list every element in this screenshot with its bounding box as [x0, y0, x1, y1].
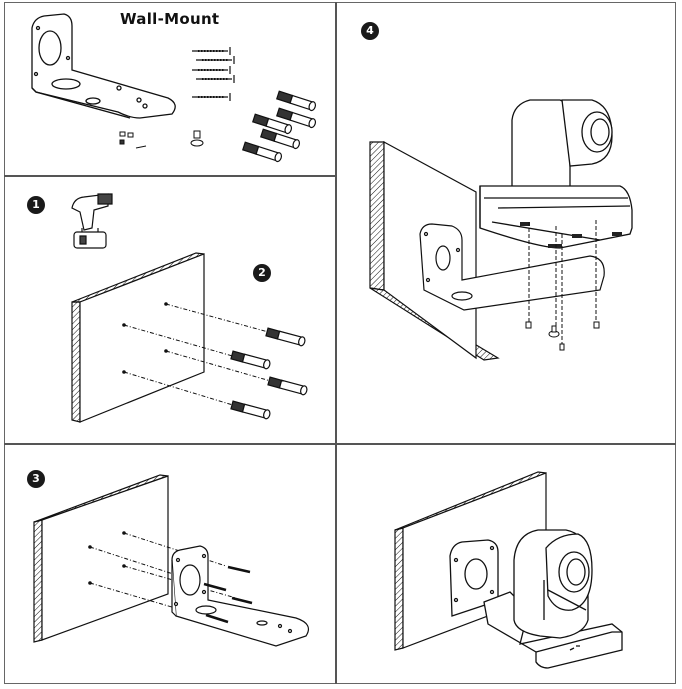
bracket-attach-illustration [0, 0, 340, 689]
small-parts-illustration [0, 0, 340, 175]
panel-divider-vertical [335, 2, 337, 684]
wall-mount-bracket-illustration [0, 0, 340, 175]
instruction-grid [4, 2, 676, 684]
camera-attach-illustration [0, 0, 682, 445]
step-3-badge: 3 [27, 470, 45, 488]
wood-screws-illustration [0, 0, 340, 175]
wall-anchors-illustration [0, 0, 340, 175]
panel-divider-horizontal-middle [4, 443, 676, 445]
page-title: Wall-Mount [120, 10, 220, 28]
drill-icon [0, 0, 340, 445]
step-2-badge: 2 [253, 264, 271, 282]
panel-divider-horizontal-top [4, 175, 336, 177]
step-1-badge: 1 [27, 196, 45, 214]
step-4-badge: 4 [361, 22, 379, 40]
wall-anchors-step-illustration [0, 0, 340, 445]
